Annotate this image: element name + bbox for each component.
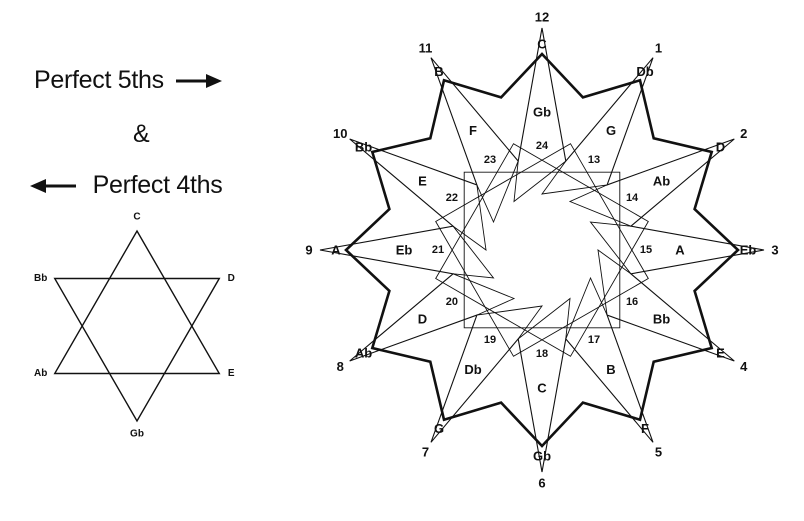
outer-note-b: B [434,64,443,79]
hexagram-label-gb: Gb [130,429,144,440]
hexagram-label-bb: Bb [34,273,47,284]
outer-note-gb: Gb [533,449,551,464]
inner-number-17: 17 [588,334,600,346]
inner-note-ab: Ab [653,174,670,189]
inner-number-15: 15 [640,244,652,256]
outer-number-4: 4 [740,359,748,374]
inner-note-gb: Gb [533,105,551,120]
inner-number-21: 21 [432,244,444,256]
inner-square [435,143,649,357]
outer-note-ab: Ab [355,346,372,361]
outer-number-11: 11 [419,41,433,56]
inner-number-18: 18 [536,348,548,360]
outer-number-10: 10 [333,126,347,141]
inner-note-f: F [469,123,477,138]
inner-note-db: Db [464,362,481,377]
inner-square [463,171,621,329]
inner-note-bb: Bb [653,312,670,327]
inner-number-20: 20 [446,296,458,308]
caption-perfect-5ths: Perfect 5ths [34,66,223,95]
outer-number-2: 2 [740,126,747,141]
inner-number-22: 22 [446,192,458,204]
inner-star [452,160,632,340]
inner-note-g: G [606,123,616,138]
hexagram-label-d: D [228,273,235,284]
hexagram-label-c: C [133,212,140,223]
outer-number-12: 12 [535,10,549,25]
outer-note-d: D [716,140,725,155]
outer-note-eb: Eb [740,243,757,258]
hexagram-triangle-up [53,229,221,375]
hexagram-triangle-down [53,277,221,423]
inner-number-23: 23 [484,154,496,166]
inner-square [435,143,649,357]
inner-number-24: 24 [536,140,549,152]
outer-number-1: 1 [655,41,662,56]
arrow-left-icon [30,179,76,194]
inner-number-13: 13 [588,154,600,166]
outer-number-3: 3 [771,243,778,258]
outer-note-db: Db [636,64,653,79]
inner-note-a: A [675,243,685,258]
outer-star [319,27,765,473]
inner-note-b: B [606,362,615,377]
outer-number-8: 8 [337,359,344,374]
hexagram-label-e: E [228,368,235,379]
caption-ampersand: & [133,120,150,148]
inner-note-e: E [418,174,427,189]
caption-perfect-4ths: Perfect 4ths [30,171,223,200]
caption-perfect-5ths-text: Perfect 5ths [34,66,164,94]
outer-number-9: 9 [305,243,312,258]
outer-number-7: 7 [422,444,429,459]
inner-number-19: 19 [484,334,496,346]
outer-note-c: C [537,37,547,52]
inner-number-14: 14 [626,192,639,204]
inner-note-eb: Eb [396,243,413,258]
outer-note-e: E [716,346,725,361]
outer-note-a: A [331,243,341,258]
arrow-right-icon [176,74,223,89]
bold-fifths-star [344,52,740,448]
outer-note-f: F [641,421,649,436]
outer-number-5: 5 [655,444,662,459]
outer-note-bb: Bb [355,140,372,155]
outer-number-6: 6 [538,476,545,491]
outer-note-g: G [434,421,444,436]
caption-perfect-4ths-text: Perfect 4ths [92,171,223,199]
inner-number-16: 16 [626,296,638,308]
inner-note-c: C [537,381,547,396]
inner-note-d: D [418,312,427,327]
hexagram-label-ab: Ab [34,368,47,379]
